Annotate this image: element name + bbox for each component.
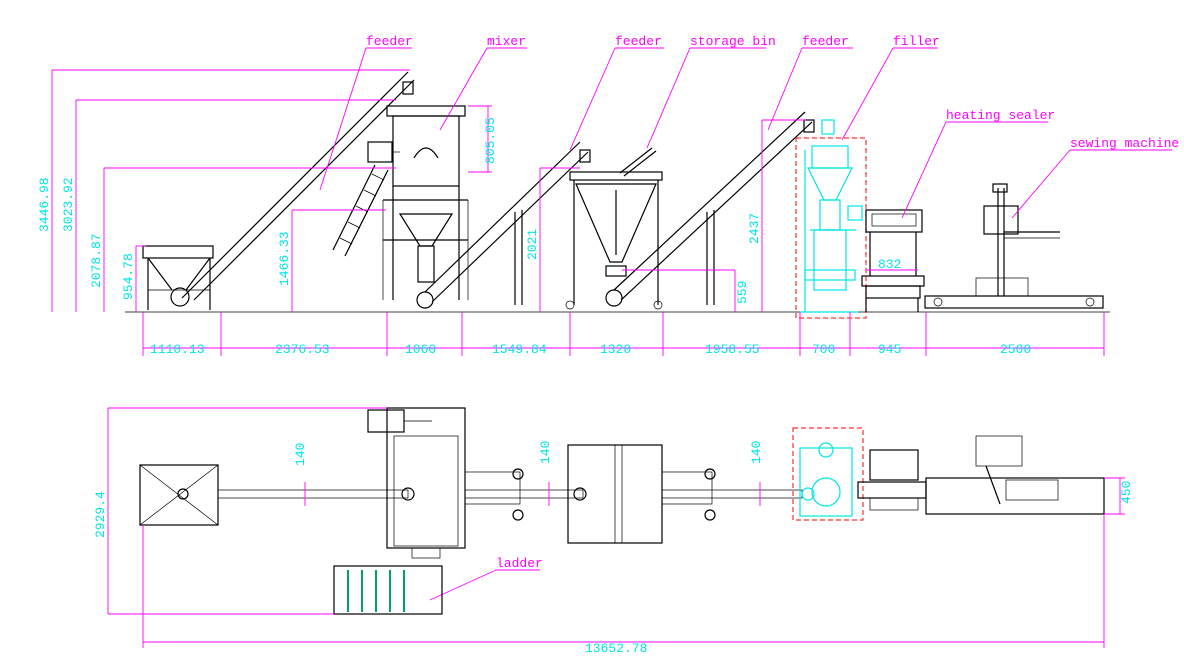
dim-140-c: 140 [749, 441, 764, 464]
screw-conveyor-3 [605, 111, 815, 307]
horizontal-dimensions: 1110.13 2376.53 1060 1549.84 1320 1958.5… [142, 312, 1105, 357]
dim-954: 954.78 [121, 253, 136, 300]
dim-2376: 2376.53 [275, 342, 330, 357]
mixer-ladder-side [332, 164, 389, 257]
sewing-machine-unit [924, 183, 1104, 309]
label-storage-bin: storage bin [690, 34, 776, 49]
filler-unit [795, 119, 867, 319]
label-heating-sealer: heating sealer [946, 108, 1055, 123]
label-feeder-3: feeder [802, 34, 849, 49]
dim-2437: 2437 [747, 213, 762, 244]
dim-1110: 1110.13 [150, 342, 205, 357]
dim-805: 805.05 [483, 117, 498, 164]
dim-1320: 1320 [600, 342, 631, 357]
dim-140-a: 140 [293, 443, 308, 466]
dim-700: 700 [812, 342, 835, 357]
dim-1060: 1060 [405, 342, 436, 357]
hopper-feeder-1 [142, 245, 214, 310]
dim-2929: 2929.4 [93, 491, 108, 538]
plan-dimensions: 2929.4 450 140 140 140 13652.78 [93, 407, 1134, 656]
dim-559: 559 [735, 281, 750, 304]
dim-3446: 3446.98 [37, 177, 52, 232]
dim-945: 945 [878, 342, 901, 357]
dim-13652: 13652.78 [585, 641, 647, 656]
plan-view [139, 407, 1105, 615]
screw-conveyor-2 [416, 141, 591, 309]
label-sewing-machine: sewing machine [1070, 136, 1179, 151]
vertical-dimensions: 3446.98 3023.92 2078.87 954.78 1466.33 8… [37, 69, 918, 312]
dim-2500: 2500 [1000, 342, 1031, 357]
label-group: feeder mixer feeder storage bin feeder f… [319, 34, 1179, 601]
dim-450: 450 [1119, 481, 1134, 504]
storage-bin-unit [565, 147, 663, 310]
label-filler: filler [893, 34, 940, 49]
label-feeder-1: feeder [366, 34, 413, 49]
label-mixer: mixer [487, 34, 526, 49]
dim-2078: 2078.87 [89, 233, 104, 288]
dim-140-b: 140 [538, 441, 553, 464]
dim-3023: 3023.92 [61, 177, 76, 232]
label-ladder: ladder [496, 556, 543, 571]
dim-2021: 2021 [525, 229, 540, 260]
dim-1549: 1549.84 [492, 342, 547, 357]
label-feeder-2: feeder [615, 34, 662, 49]
screw-conveyor-1 [181, 71, 415, 301]
heating-sealer-unit [861, 209, 925, 312]
dim-832: 832 [878, 257, 901, 272]
mixer-unit [382, 105, 469, 300]
dim-1958: 1958.55 [705, 342, 760, 357]
dim-1466: 1466.33 [277, 231, 292, 286]
